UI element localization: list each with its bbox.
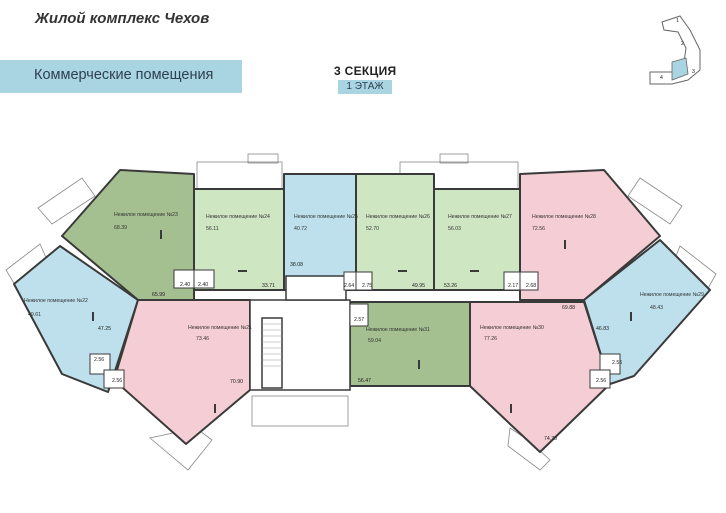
keyplan-4: 4	[660, 75, 663, 81]
keyplan-3[interactable]: 3	[692, 69, 695, 75]
unit-29-name: Нежилое помещение №29	[640, 292, 704, 298]
wc-rooms	[89, 269, 621, 389]
unit-25-sub: 38.08	[290, 262, 303, 268]
unit-30-area: 77.26	[484, 336, 497, 342]
unit-30-name: Нежилое помещение №30	[480, 325, 544, 331]
unit-26-name: Нежилое помещение №26	[366, 214, 430, 220]
unit-30-sub: 74.70	[544, 436, 557, 442]
unit-31-area: 59.04	[368, 338, 381, 344]
unit-28-area: 72.56	[532, 226, 545, 232]
key-plan: 1 2 3 4	[649, 15, 701, 85]
unit-21-name: Нежилое помещение №21	[188, 325, 252, 331]
unit-22-area: 49.61	[28, 312, 41, 318]
stair-steps	[262, 323, 282, 367]
commercial-banner: Коммерческие помещения	[0, 60, 242, 93]
unit-22-name: Нежилое помещение №22	[24, 298, 88, 304]
unit-23-area: 68.39	[114, 225, 127, 231]
unit-24-sub: 33.71	[262, 283, 275, 289]
small-area-2: 2.40	[198, 282, 208, 288]
unit-28-name: Нежилое помещение №28	[532, 214, 596, 220]
small-area-6: 2.68	[526, 283, 536, 289]
section-label: 3 СЕКЦИЯ	[334, 64, 397, 78]
small-area-4: 2.75	[362, 283, 372, 289]
small-area-1: 2.40	[180, 282, 190, 288]
small-area-3: 2.64	[344, 283, 354, 289]
unit-21-area: 73.46	[196, 336, 209, 342]
structural-columns	[92, 230, 632, 413]
unit-27-sub: 53.26	[444, 283, 457, 289]
small-area-labels: 2.40 2.40 2.64 2.75 2.17 2.68 2.56 2.56 …	[94, 282, 622, 384]
small-area-11: 2.56	[596, 378, 606, 384]
stair-core	[249, 275, 351, 427]
unit-23-name: Нежилое помещение №23	[114, 212, 178, 218]
unit-26-sub: 49.95	[412, 283, 425, 289]
unit-31-sub: 56.47	[358, 378, 371, 384]
keyplan-2: 2	[681, 41, 684, 47]
unit-28-sub: 69.88	[562, 305, 575, 311]
unit-26-area: 52.70	[366, 226, 379, 232]
small-area-7: 2.56	[94, 357, 104, 363]
small-area-8: 2.56	[112, 378, 122, 384]
unit-31-name: Нежилое помещение №31	[366, 327, 430, 333]
small-area-9: 2.57	[354, 317, 364, 323]
unit-25-area: 40.72	[294, 226, 307, 232]
unit-labels: Нежилое помещение №23 68.39 65.99 Нежило…	[24, 212, 704, 442]
keyplan-1: 1	[676, 18, 679, 24]
unit-21[interactable]	[113, 299, 251, 445]
unit-29-sub: 46.83	[596, 326, 609, 332]
unit-27-name: Нежилое помещение №27	[448, 214, 512, 220]
unit-22-sub: 47.25	[98, 326, 111, 332]
unit-23-sub: 65.99	[152, 292, 165, 298]
page-title: Жилой комплекс Чехов	[35, 10, 210, 27]
unit-24-name: Нежилое помещение №24	[206, 214, 270, 220]
floor-badge[interactable]: 1 ЭТАЖ	[338, 80, 392, 94]
unit-24-area: 56.11	[206, 226, 219, 232]
unit-27-area: 56.03	[448, 226, 461, 232]
small-area-5: 2.17	[508, 283, 518, 289]
unit-29-area: 48.43	[650, 305, 663, 311]
unit-25-name: Нежилое помещение №25	[294, 214, 358, 220]
unit-21-sub: 70.90	[230, 379, 243, 385]
small-area-10: 2.56	[612, 360, 622, 366]
banner-label: Коммерческие помещения	[34, 67, 214, 83]
